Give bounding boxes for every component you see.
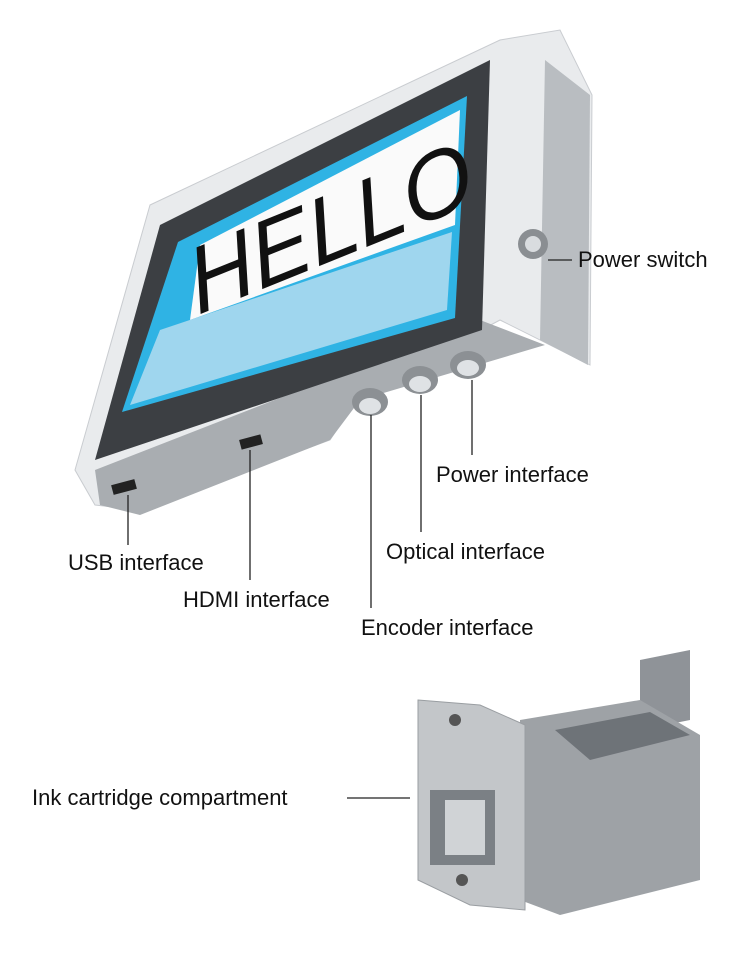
- label-encoder-interface: Encoder interface: [361, 615, 534, 640]
- print-preview-area: [190, 110, 460, 320]
- label-ink-cartridge-compartment: Ink cartridge compartment: [32, 785, 288, 810]
- label-power-switch: Power switch: [578, 247, 708, 272]
- leader-lines: [127, 259, 572, 799]
- optical-interface-port: [402, 366, 438, 394]
- encoder-interface-port: [352, 388, 388, 416]
- housing-side: [540, 60, 590, 365]
- usb-port: [111, 479, 137, 495]
- ink-cartridge-compartment: [417, 650, 700, 915]
- hdmi-port: [239, 434, 263, 450]
- label-power-interface: Power interface: [436, 462, 589, 487]
- app-icon-area: [130, 232, 452, 405]
- label-hdmi-interface: HDMI interface: [183, 587, 330, 612]
- label-optical-interface: Optical interface: [386, 539, 545, 564]
- housing-bottom: [95, 320, 545, 515]
- power-interface-port: [450, 351, 486, 379]
- label-usb-interface: USB interface: [68, 550, 204, 575]
- power-switch-port: [518, 229, 548, 259]
